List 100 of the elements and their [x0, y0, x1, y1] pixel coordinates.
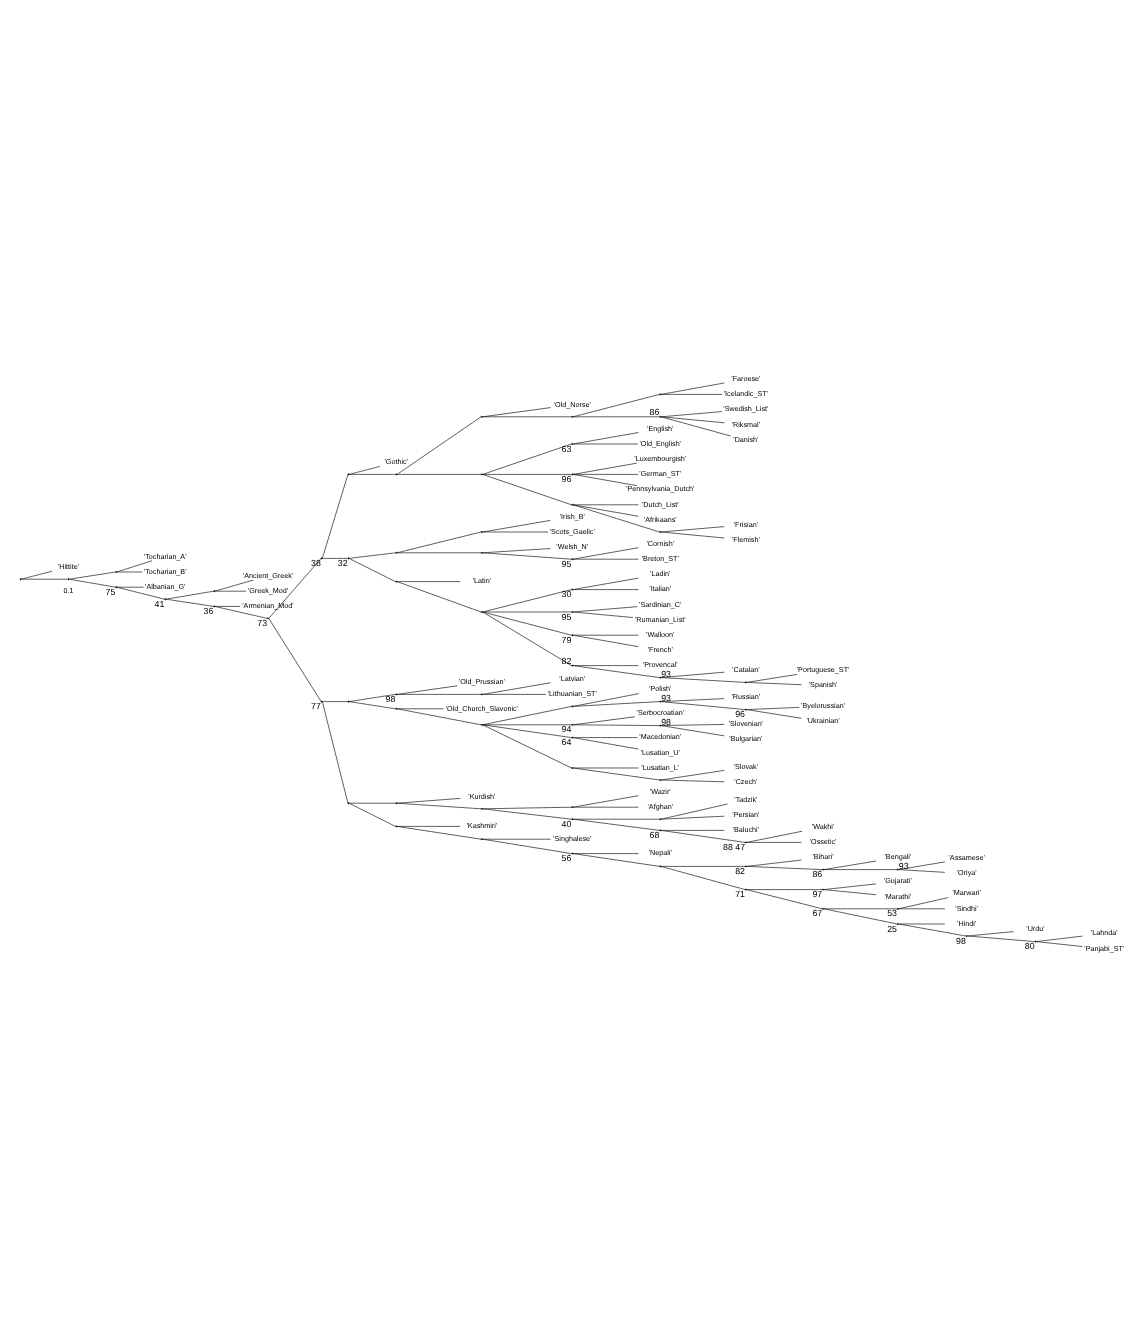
- connector: [898, 861, 946, 870]
- connector: [660, 830, 725, 831]
- connector: [572, 767, 660, 781]
- connector: [660, 416, 731, 437]
- connector: [572, 416, 660, 418]
- connector: [660, 770, 725, 781]
- connector: [268, 618, 322, 702]
- connector: [116, 586, 144, 588]
- connector: [482, 808, 572, 820]
- connector: [823, 908, 898, 910]
- connector: [69, 571, 116, 580]
- connector: [482, 611, 572, 666]
- connector: [823, 869, 898, 870]
- connector: [348, 802, 396, 827]
- connector: [823, 883, 877, 890]
- connector: [69, 578, 116, 588]
- connector: [572, 737, 638, 738]
- connector: [823, 860, 877, 870]
- connector: [116, 560, 153, 573]
- connector: [572, 665, 660, 678]
- connector: [348, 552, 396, 559]
- connector: [348, 474, 396, 475]
- connector: [482, 806, 572, 810]
- node-point: [659, 779, 662, 781]
- connector: [898, 869, 946, 873]
- connector: [482, 611, 572, 613]
- connector: [572, 795, 639, 808]
- connector: [396, 708, 482, 726]
- node-point: [115, 571, 118, 573]
- connector: [898, 908, 946, 910]
- connector: [396, 416, 482, 475]
- connector: [967, 931, 1014, 937]
- connector: [396, 552, 482, 554]
- node-point: [571, 611, 574, 613]
- connector: [660, 803, 728, 820]
- connector: [482, 474, 572, 506]
- connector: [746, 682, 802, 686]
- connector: [572, 606, 638, 613]
- connector: [967, 935, 1035, 942]
- connector: [898, 897, 949, 910]
- connector: [116, 571, 143, 573]
- node-point: [267, 617, 269, 620]
- connector: [21, 578, 68, 580]
- connector: [660, 671, 725, 678]
- connector: [322, 474, 349, 559]
- connector: [572, 589, 639, 590]
- node-point: [571, 443, 574, 445]
- connector: [660, 394, 723, 395]
- connector: [348, 558, 396, 582]
- connector: [1036, 935, 1083, 942]
- connector: [572, 767, 639, 769]
- connector: [396, 826, 461, 827]
- connector: [746, 842, 802, 843]
- connector: [572, 724, 660, 726]
- connector: [660, 779, 725, 783]
- connector: [572, 737, 639, 750]
- connector: [746, 709, 802, 719]
- connector: [482, 443, 572, 475]
- connector: [572, 611, 634, 618]
- connector: [348, 466, 381, 475]
- connector: [823, 889, 877, 896]
- connector: [396, 685, 458, 695]
- connector: [898, 923, 967, 937]
- connector: [482, 694, 547, 695]
- connector: [214, 606, 241, 607]
- connector: [348, 701, 396, 710]
- connector: [746, 889, 823, 910]
- connector: [572, 558, 639, 560]
- connector: [572, 462, 638, 475]
- connector: [396, 581, 482, 613]
- connector: [572, 853, 639, 854]
- connector: [482, 838, 572, 854]
- connector: [396, 694, 482, 695]
- connector: [482, 706, 572, 726]
- connector: [660, 830, 746, 843]
- connector: [572, 504, 660, 533]
- connector: [482, 520, 551, 533]
- connector: [660, 677, 746, 683]
- connector: [660, 416, 725, 424]
- connector: [572, 443, 639, 445]
- connector: [322, 701, 349, 702]
- connector: [660, 866, 746, 890]
- connector: [322, 558, 349, 559]
- connector: [746, 866, 823, 870]
- connector: [396, 531, 482, 554]
- connector: [482, 724, 572, 738]
- connector: [746, 707, 800, 710]
- connector: [482, 724, 572, 769]
- connector: [268, 558, 322, 619]
- connector: [572, 693, 640, 707]
- connector: [572, 394, 660, 418]
- connector: [482, 724, 572, 726]
- connector: [572, 474, 638, 486]
- connector: [660, 701, 746, 710]
- connector: [746, 889, 823, 890]
- connector: [482, 416, 572, 418]
- connector: [660, 531, 725, 539]
- connector: [322, 701, 349, 804]
- node-point: [571, 767, 574, 769]
- connector: [572, 547, 639, 560]
